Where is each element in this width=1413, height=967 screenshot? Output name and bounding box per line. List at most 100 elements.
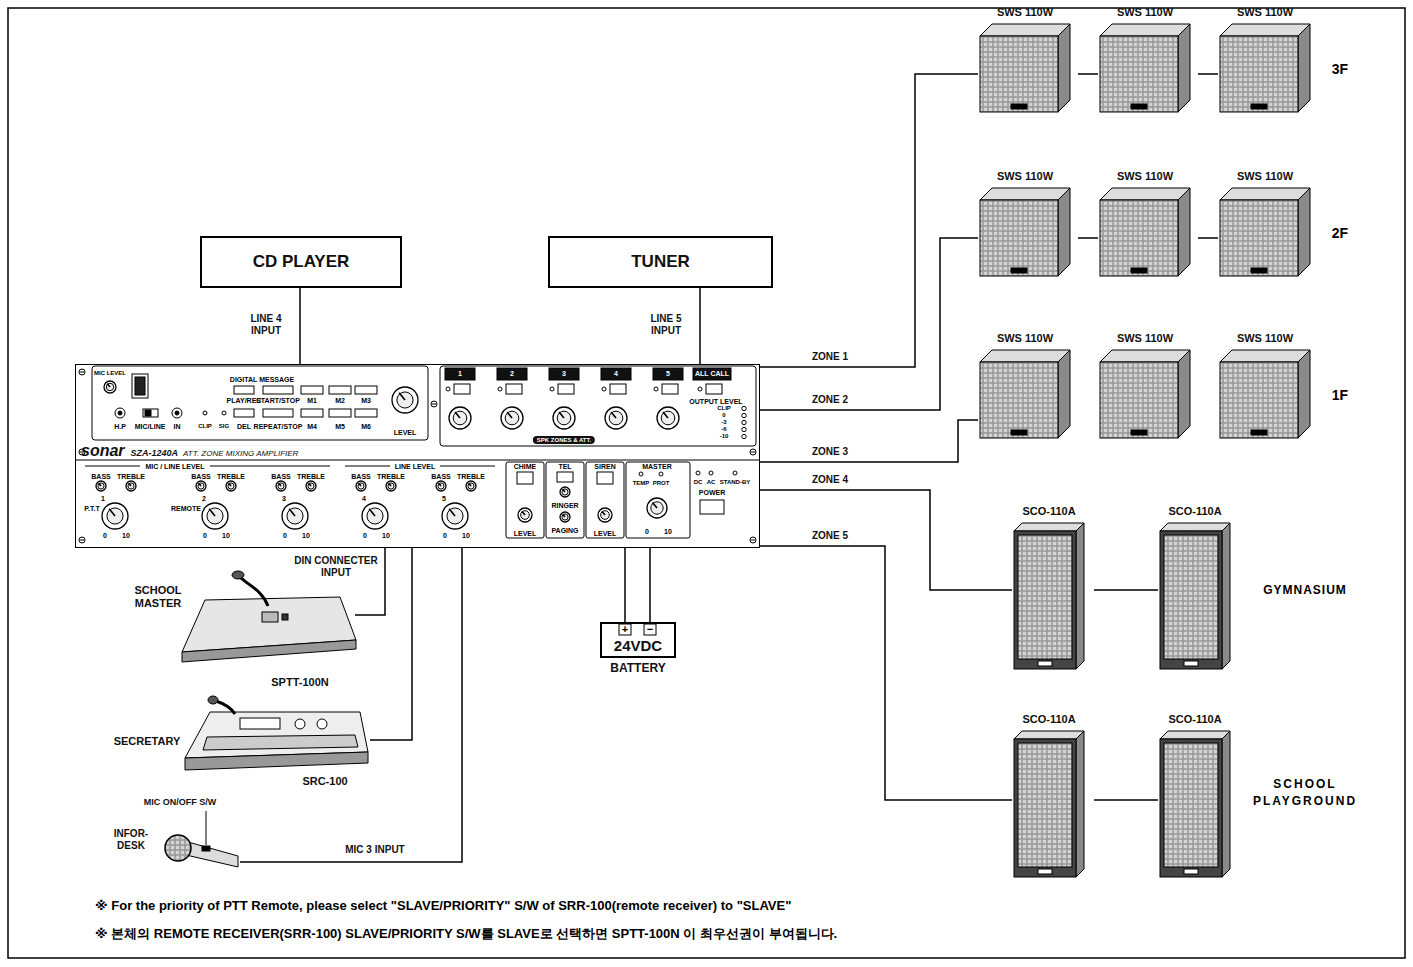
panel-label: MASTER xyxy=(642,463,672,470)
speaker-model: SWS 110W xyxy=(1218,6,1312,19)
speaker-model: SWS 110W xyxy=(978,6,1072,19)
wall-speaker: SWS 110W xyxy=(1098,332,1198,440)
wire-label: MIC 3 INPUT xyxy=(330,843,420,857)
speaker-model: SWS 110W xyxy=(1218,332,1312,345)
speaker-model: SWS 110W xyxy=(1098,6,1192,19)
panel-label: 0 xyxy=(722,412,725,418)
area-label: SCHOOL PLAYGROUND xyxy=(1245,776,1365,810)
panel-label: PAGING xyxy=(551,527,578,534)
footnote: ※ 본체의 REMOTE RECEIVER(SRR-100) SLAVE/PRI… xyxy=(95,927,837,940)
wall-speaker: SWS 110W xyxy=(978,170,1078,278)
speaker-drawing xyxy=(1158,521,1240,677)
panel-label: BASS xyxy=(191,473,210,480)
panel-label: -3 xyxy=(721,419,726,425)
panel-label: + xyxy=(622,624,628,635)
device-box: CD PLAYER xyxy=(200,236,402,288)
panel-label: H.P xyxy=(114,423,126,430)
panel-label: SIREN xyxy=(594,463,615,470)
panel-label: BASS xyxy=(351,473,370,480)
panel-label: 10 xyxy=(122,532,130,539)
panel-label: 10 xyxy=(462,532,470,539)
panel-label: 2 xyxy=(510,370,514,377)
speaker-model: SWS 110W xyxy=(1098,332,1192,345)
panel-label: M5 xyxy=(335,423,345,430)
wall-speaker: SWS 110W xyxy=(1218,332,1318,440)
wire-connector xyxy=(1094,589,1158,591)
wire-label: ZONE 4 xyxy=(800,473,860,487)
panel-label: 5 xyxy=(666,370,670,377)
panel-label: 10 xyxy=(302,532,310,539)
brand-logo: sonar xyxy=(81,442,125,460)
wire-label: LINE 4 INPUT xyxy=(236,312,296,338)
wire-connector xyxy=(1078,73,1098,75)
station-label: MIC ON/OFF S/W xyxy=(130,797,230,807)
panel-label: CLIP xyxy=(717,405,731,411)
speaker-drawing xyxy=(1012,521,1094,677)
speaker-model: SWS 110W xyxy=(1098,170,1192,183)
panel-label: 10 xyxy=(382,532,390,539)
wire-connector xyxy=(649,548,651,622)
panel-label: MIC / LINE LEVEL xyxy=(145,463,204,470)
column-speaker: SCO-110A xyxy=(1158,713,1240,885)
wall-speaker: SWS 110W xyxy=(1098,6,1198,114)
panel-label: IN xyxy=(174,423,181,430)
panel-label: TREBLE xyxy=(217,473,245,480)
panel-label: M1 xyxy=(307,397,317,404)
panel-label: TREBLE xyxy=(117,473,145,480)
panel-label: BASS xyxy=(431,473,450,480)
panel-label: DEL xyxy=(237,423,251,430)
panel-label: TEMP xyxy=(633,480,650,486)
panel-label: 3 xyxy=(562,370,566,377)
battery-label: BATTERY xyxy=(600,662,676,676)
station-label: SRC-100 xyxy=(280,775,370,788)
wire-label: ZONE 2 xyxy=(800,393,860,407)
area-label: 2F xyxy=(1332,226,1348,240)
panel-label: 3 xyxy=(282,495,286,502)
model-name: ATT. ZONE MIXING AMPLIFIER xyxy=(183,449,298,458)
panel-label: CHIME xyxy=(514,463,537,470)
wire-label: ZONE 5 xyxy=(800,529,860,543)
wire-connector xyxy=(624,548,626,622)
station-label: SPTT-100N xyxy=(250,676,350,689)
station-label: SCHOOL MASTER xyxy=(122,584,194,609)
panel-label: TEL xyxy=(558,463,571,470)
speaker-drawing xyxy=(1218,348,1318,440)
box-title: CD PLAYER xyxy=(253,252,350,272)
panel-label: 4 xyxy=(362,495,366,502)
column-speaker: SCO-110A xyxy=(1012,505,1094,677)
panel-label: REMOTE xyxy=(171,505,201,512)
panel-label: STAND-BY xyxy=(720,479,751,485)
panel-label: -6 xyxy=(721,426,726,432)
panel-label: BASS xyxy=(91,473,110,480)
panel-label: LEVEL xyxy=(514,530,537,537)
panel-label: P.T.T xyxy=(84,505,99,512)
wire-connector xyxy=(760,74,978,367)
device-box: TUNER xyxy=(548,236,773,288)
speaker-drawing xyxy=(1098,348,1198,440)
speaker-drawing xyxy=(1218,186,1318,278)
panel-label: LEVEL xyxy=(394,429,417,436)
panel-label: LEVEL xyxy=(594,530,617,537)
panel-label: 0 xyxy=(443,532,447,539)
logo-row: sonarSZA-1240AATT. ZONE MIXING AMPLIFIER xyxy=(81,442,298,460)
microphone-station: SECRETARYSRC-100 xyxy=(105,694,370,792)
wire-connector xyxy=(1198,73,1218,75)
wire-connector xyxy=(760,420,978,462)
panel-label: -10 xyxy=(720,433,729,439)
wire-connector xyxy=(760,546,1012,800)
panel-label: 4 xyxy=(614,370,618,377)
speaker-drawing xyxy=(1218,22,1318,114)
area-label: 1F xyxy=(1332,388,1348,402)
panel-label: POWER xyxy=(699,489,725,496)
speaker-model: SCO-110A xyxy=(1158,713,1232,726)
panel-label: M2 xyxy=(335,397,345,404)
minus-terminal xyxy=(644,624,656,635)
panel-label: SIG xyxy=(219,423,229,429)
column-speaker: SCO-110A xyxy=(1158,505,1240,677)
speaker-model: SCO-110A xyxy=(1012,713,1086,726)
outer-frame xyxy=(8,8,1405,958)
panel-label: M4 xyxy=(307,423,317,430)
wire-connector xyxy=(1078,237,1098,239)
speaker-drawing xyxy=(978,22,1078,114)
